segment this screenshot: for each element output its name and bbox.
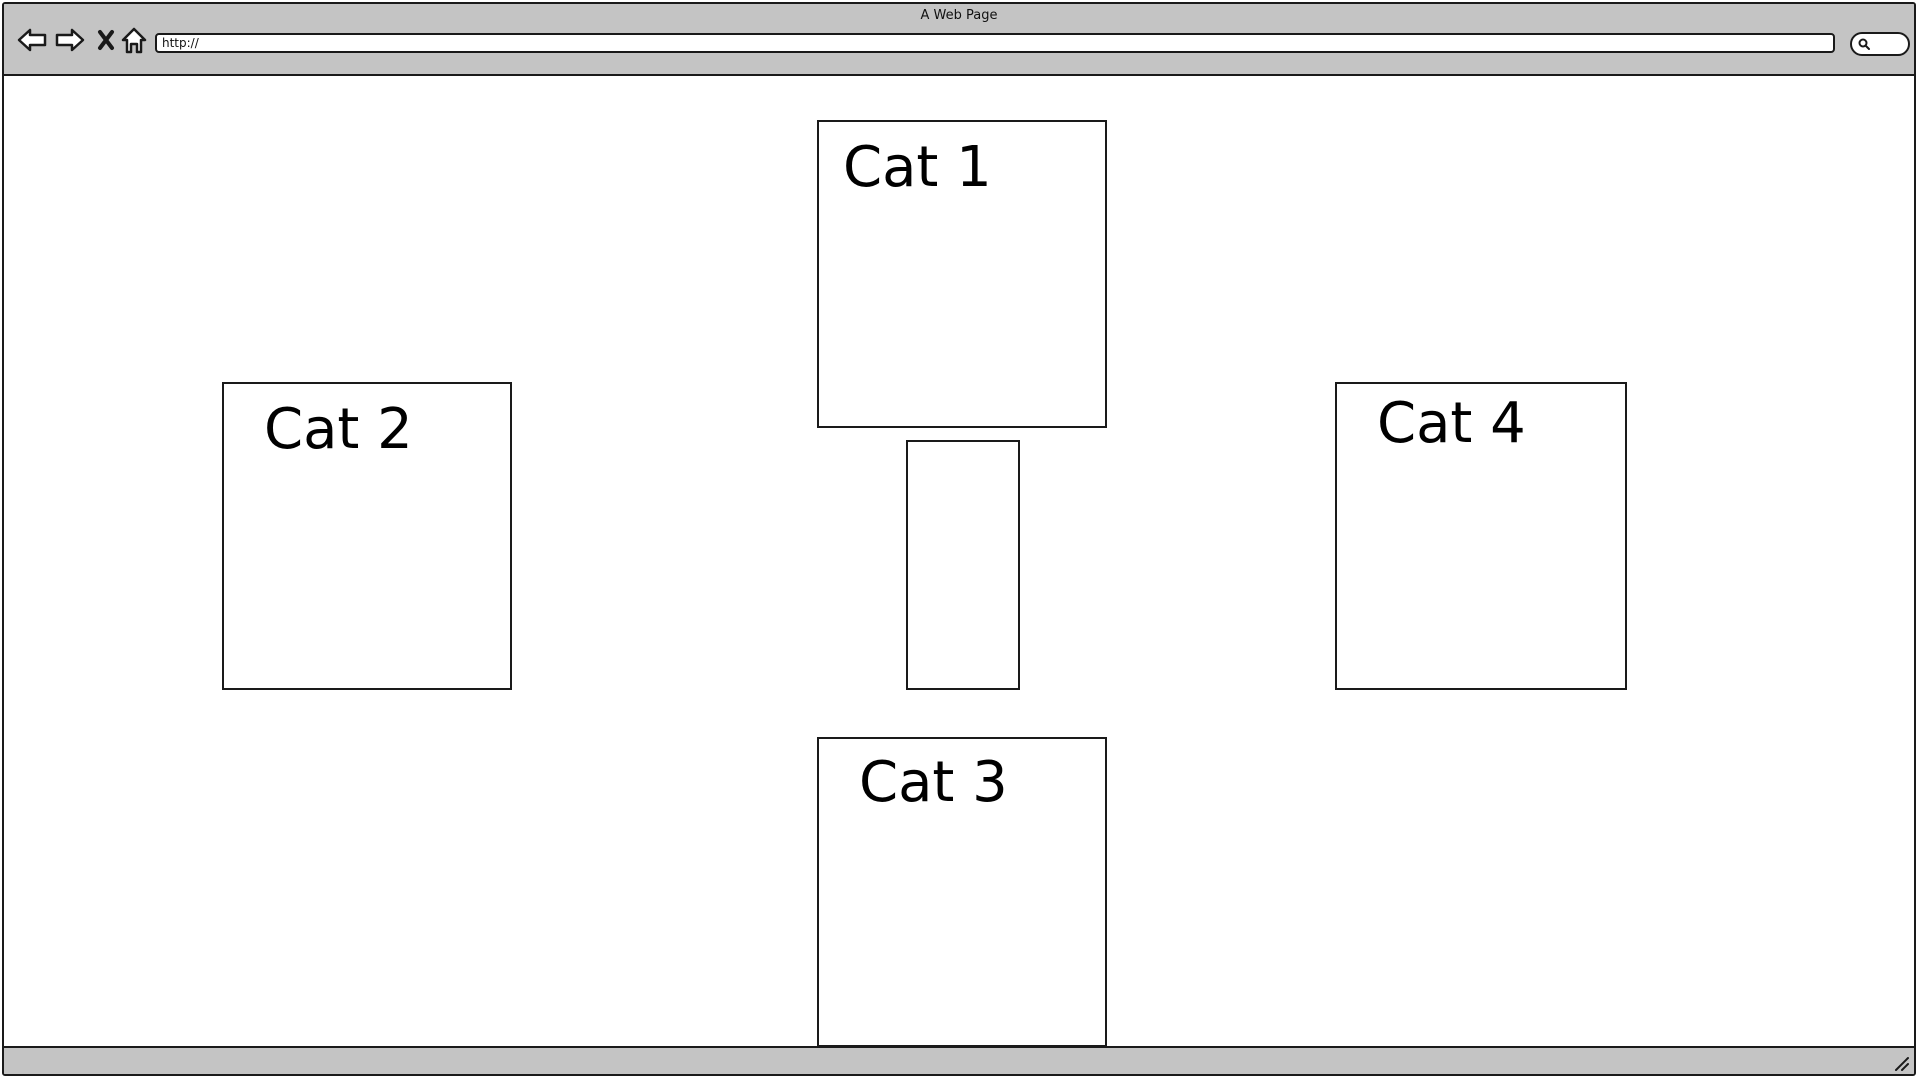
search-button[interactable]	[1850, 32, 1910, 56]
search-icon	[1858, 38, 1870, 50]
forward-button[interactable]	[54, 24, 86, 56]
category-card-3[interactable]: Cat 3	[817, 737, 1107, 1047]
stop-button[interactable]	[90, 24, 122, 56]
center-placeholder-box	[906, 440, 1020, 690]
category-card-4[interactable]: Cat 4	[1335, 382, 1627, 690]
category-label: Cat 3	[859, 750, 1008, 815]
category-card-1[interactable]: Cat 1	[817, 120, 1107, 428]
back-button[interactable]	[16, 24, 48, 56]
close-icon	[98, 30, 114, 50]
arrow-left-icon	[17, 28, 47, 52]
page-content: Cat 1 Cat 2 Cat 4 Cat 3	[4, 76, 1914, 1048]
home-icon	[121, 27, 147, 54]
arrow-right-icon	[55, 28, 85, 52]
category-label: Cat 2	[264, 397, 413, 462]
category-card-2[interactable]: Cat 2	[222, 382, 512, 690]
browser-toolbar: A Web Page http://	[4, 4, 1914, 76]
resize-grip-icon[interactable]	[1892, 1054, 1910, 1072]
window-title: A Web Page	[920, 8, 998, 23]
url-input[interactable]: http://	[155, 33, 1835, 53]
status-bar	[4, 1046, 1914, 1074]
category-label: Cat 4	[1377, 391, 1526, 456]
home-button[interactable]	[118, 24, 150, 56]
category-label: Cat 1	[843, 135, 992, 200]
